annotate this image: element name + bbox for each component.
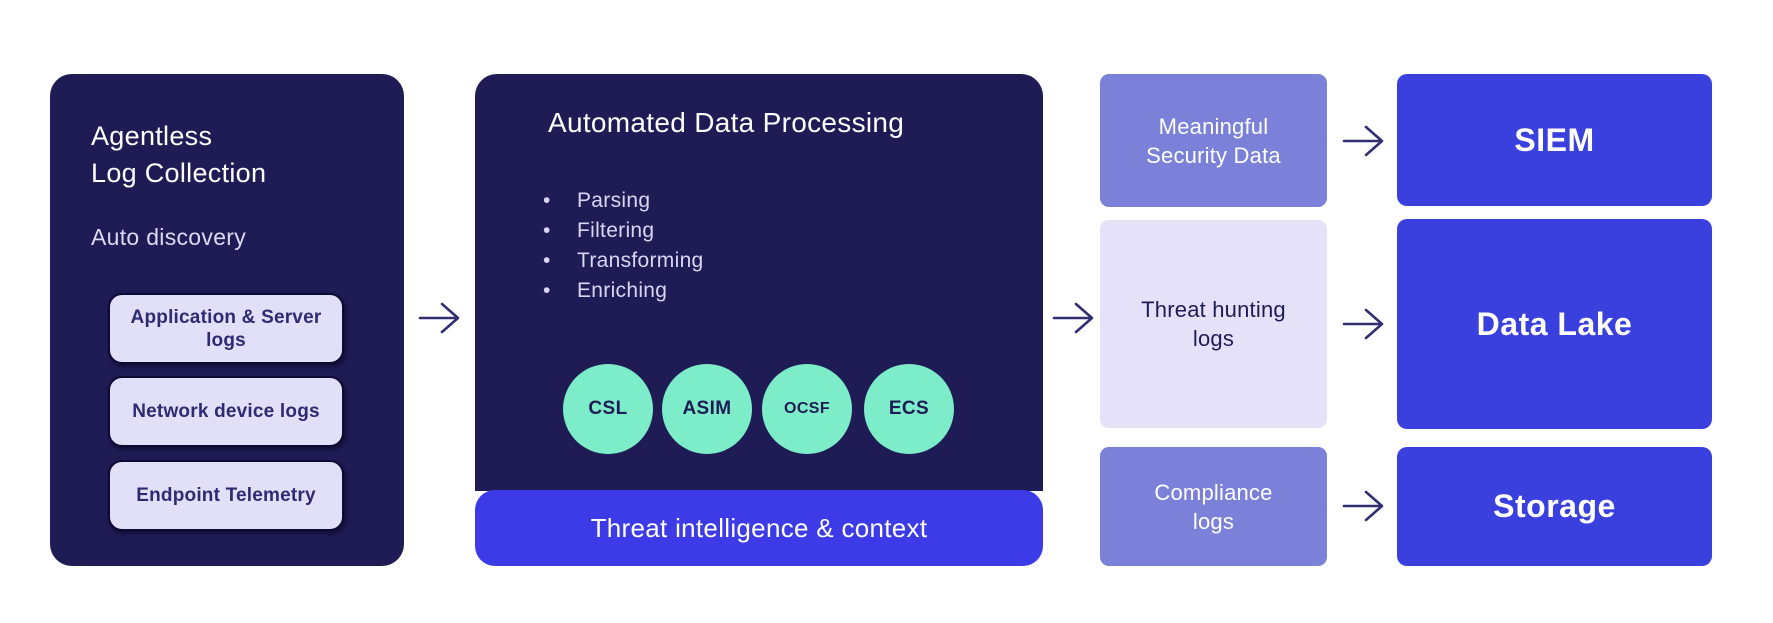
step-transforming: Transforming: [543, 246, 704, 276]
agentless-log-collection-panel: Agentless Log Collection Auto discovery …: [50, 74, 404, 566]
arrow-icon-security-data-to-siem: [1342, 125, 1384, 157]
schema-circle-ecs: ECS: [864, 364, 954, 454]
destination-box-siem: SIEM: [1397, 74, 1712, 206]
destination-box-data-lake: Data Lake: [1397, 219, 1712, 429]
source-box-endpoint-telemetry: Endpoint Telemetry: [108, 460, 344, 531]
source-box-network-device-logs: Network device logs: [108, 376, 344, 447]
output-box-meaningful-security-data: Meaningful Security Data: [1100, 74, 1327, 207]
arrow-icon-compliance-logs-to-storage: [1342, 490, 1384, 522]
step-enriching: Enriching: [543, 276, 704, 306]
automated-data-processing-panel: Automated Data Processing Parsing Filter…: [475, 74, 1043, 491]
arrow-icon-processing-to-outputs: [1052, 302, 1094, 334]
threat-intelligence-bar: Threat intelligence & context: [475, 490, 1043, 566]
destination-box-storage: Storage: [1397, 447, 1712, 566]
step-parsing: Parsing: [543, 186, 704, 216]
auto-discovery-label: Auto discovery: [91, 224, 247, 250]
source-box-application-server-logs: Application & Server logs: [108, 293, 344, 364]
output-box-threat-hunting-logs: Threat hunting logs: [1100, 220, 1327, 428]
output-box-compliance-logs: Compliance logs: [1100, 447, 1327, 566]
arrow-icon-collection-to-processing: [418, 302, 460, 334]
processing-steps-list: Parsing Filtering Transforming Enriching: [543, 186, 704, 306]
schema-circle-csl: CSL: [563, 364, 653, 454]
step-filtering: Filtering: [543, 216, 704, 246]
panel-title: Agentless Log Collection: [91, 121, 267, 188]
schema-circle-asim: ASIM: [662, 364, 752, 454]
arrow-icon-hunting-logs-to-data-lake: [1342, 308, 1384, 340]
schema-circle-ocsf: OCSF: [762, 364, 852, 454]
panel-title: Automated Data Processing: [548, 107, 905, 138]
